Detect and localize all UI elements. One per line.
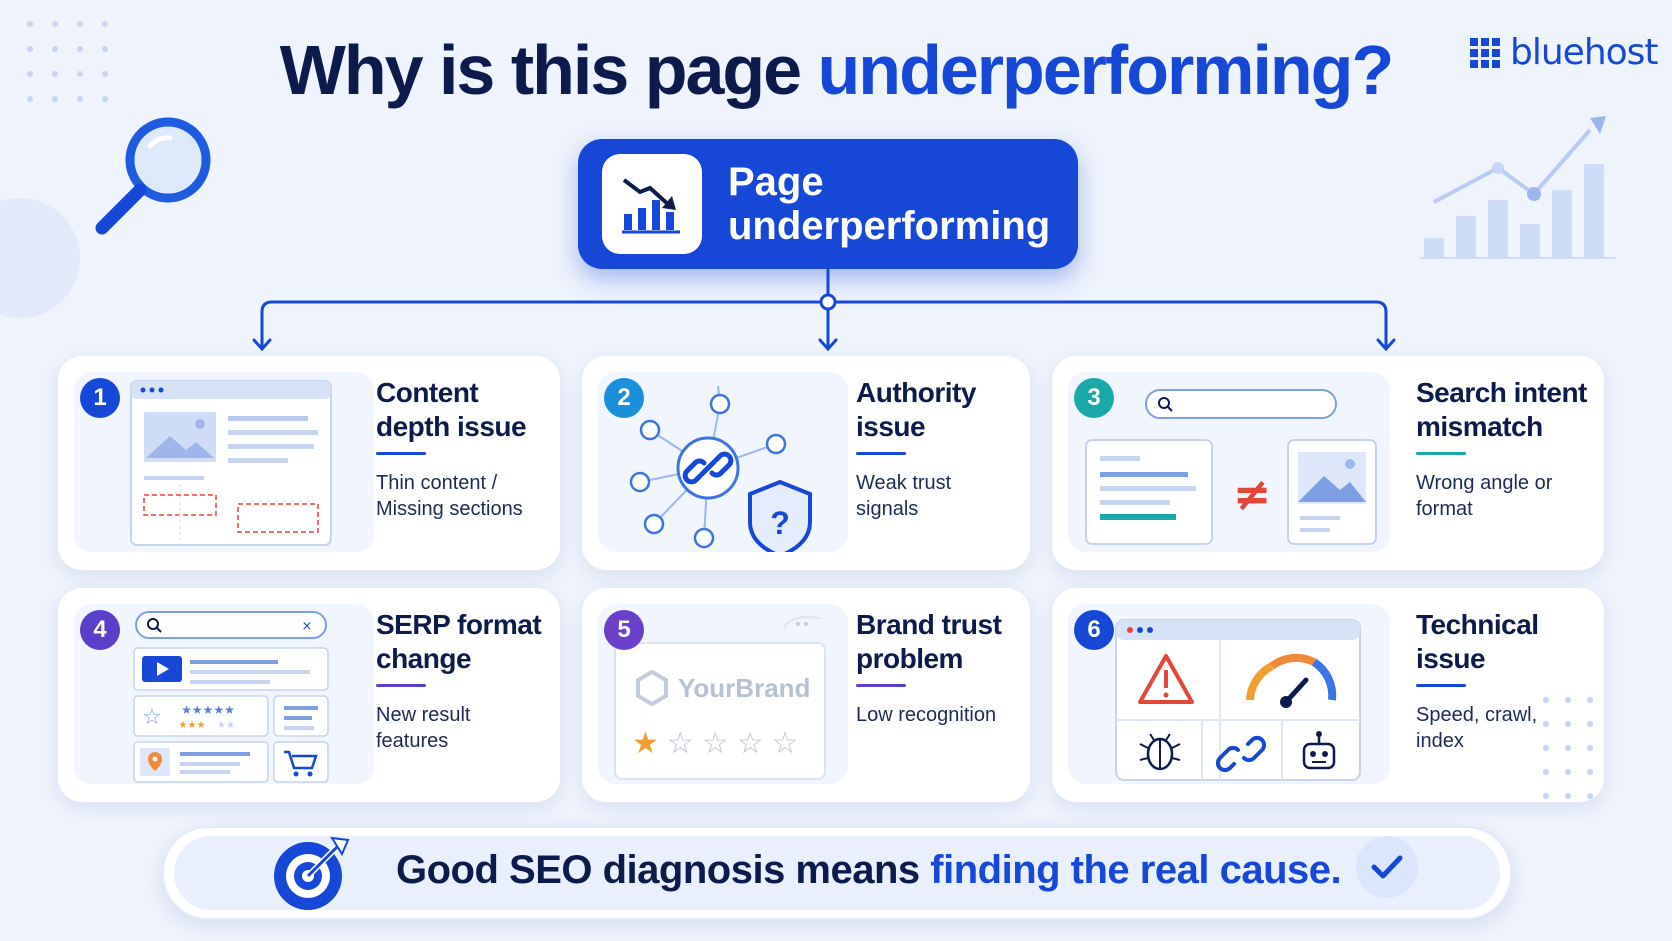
card-number-badge: 5 — [604, 610, 644, 650]
brand-mock-logo: YourBrand — [636, 670, 810, 706]
card-title: Brand trust problem — [856, 609, 1002, 674]
card-title: SERP format change — [376, 609, 542, 674]
star-empty-icon: ☆ — [701, 726, 729, 761]
chat-dots-icon — [783, 616, 821, 629]
card-title: Search intent mismatch — [1416, 377, 1587, 442]
root-node-page-underperforming: Page underperforming — [578, 139, 1078, 269]
tree-connectors — [252, 268, 1396, 352]
cause-card-search-intent: ≠ 3 Search intent mismatch Wrong angle o… — [1052, 356, 1604, 570]
link-network-icon: ? — [629, 385, 812, 552]
card-description: Speed, crawl, index — [1416, 704, 1538, 752]
magnifier-icon — [95, 117, 211, 235]
page-title: Why is this page underperforming? — [279, 31, 1394, 109]
card-number-badge: 3 — [1074, 378, 1114, 418]
title-underline — [376, 452, 426, 455]
banner-inner — [174, 836, 1500, 910]
card-description: Wrong angle or format — [1416, 472, 1553, 520]
title-underline — [1416, 452, 1466, 455]
svg-text:★★: ★★ — [217, 720, 235, 731]
star-empty-icon: ☆ — [736, 726, 764, 761]
star-empty-icon: ☆ — [666, 726, 694, 761]
cause-card-serp-format: × ☆ ★★★★★ ★★★ ★★ 4 SERP format change Ne… — [58, 588, 560, 802]
card-number-badge: 1 — [80, 378, 120, 418]
cause-card-technical: 6 Technical issue Speed, crawl, index — [1052, 588, 1604, 802]
bluehost-logo: bluehost — [1470, 32, 1659, 73]
brand-mock-name: YourBrand — [678, 672, 811, 703]
svg-text:≠: ≠ — [1233, 467, 1272, 521]
card-description: Low recognition — [856, 704, 997, 726]
card-title: Authority issue — [856, 377, 976, 442]
banner-text: Good SEO diagnosis means finding the rea… — [396, 848, 1342, 892]
cause-card-brand-trust: YourBrand ★☆☆☆☆ 5 Brand trust problem Lo… — [582, 588, 1030, 802]
title-underline — [856, 452, 906, 455]
brand-name: bluehost — [1510, 32, 1659, 73]
svg-text:?: ? — [770, 505, 790, 541]
title-underline — [376, 684, 426, 687]
target-icon — [274, 836, 350, 910]
card-description: New result features — [376, 704, 471, 752]
serp-results-icon: × ☆ ★★★★★ ★★★ ★★ — [133, 611, 329, 783]
cause-card-authority: ? 2 Authority issue Weak trust signals — [582, 356, 1030, 570]
card-number-badge: 4 — [80, 610, 120, 650]
card-number-badge: 6 — [1074, 610, 1114, 650]
svg-text:☆: ☆ — [142, 705, 162, 730]
root-label: Page underperforming — [728, 160, 1051, 248]
star-empty-icon: ☆ — [771, 726, 799, 761]
dot-grid-decoration — [27, 21, 108, 102]
checkmark-icon — [1356, 836, 1418, 898]
webpage-wireframe-icon — [130, 380, 332, 546]
svg-text:★★★: ★★★ — [179, 720, 206, 731]
svg-text:★★★★★: ★★★★★ — [181, 703, 235, 717]
growth-chart-icon — [1420, 116, 1616, 259]
star-filled-icon: ★ — [632, 726, 659, 761]
technical-dashboard-icon — [1115, 619, 1361, 781]
card-description: Weak trust signals — [856, 472, 952, 520]
title-underline — [1416, 684, 1466, 687]
chart-down-icon — [602, 154, 702, 254]
star-rating: ★☆☆☆☆ — [632, 726, 799, 761]
brand-review-panel: YourBrand ★☆☆☆☆ — [614, 642, 826, 780]
card-description: Thin content / Missing sections — [376, 472, 523, 520]
intent-mismatch-icon: ≠ — [1085, 389, 1377, 545]
dot-grid-decoration — [1543, 697, 1593, 799]
card-title: Content depth issue — [376, 377, 527, 442]
title-underline — [856, 684, 906, 687]
card-title: Technical issue — [1416, 609, 1539, 674]
grid-logo-icon — [1470, 37, 1500, 68]
svg-text:×: × — [302, 619, 313, 634]
hexagon-logo-icon — [636, 670, 668, 706]
cause-card-content-depth: 1 Content depth issue Thin content / Mis… — [58, 356, 560, 570]
card-number-badge: 2 — [604, 378, 644, 418]
conclusion-banner: Good SEO diagnosis means finding the rea… — [162, 826, 1512, 920]
